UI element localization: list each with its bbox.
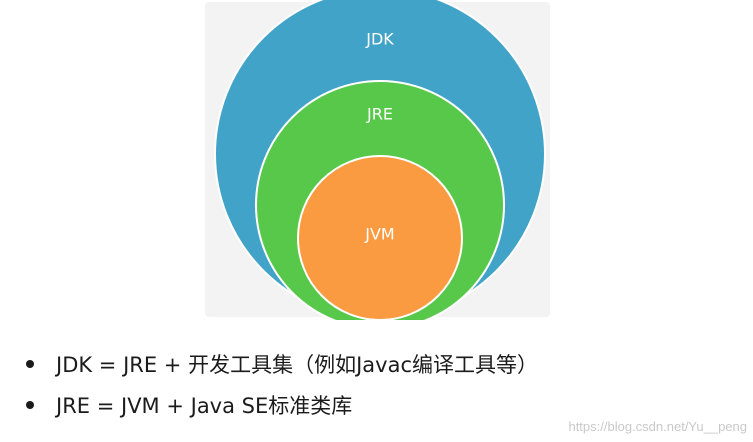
jvm-label: JVM (364, 225, 394, 244)
watermark: https://blog.csdn.net/Yu__peng (568, 419, 747, 434)
jdk-jre-jvm-diagram: JDK JRE JVM (214, 0, 546, 320)
bullet-item-jre: JRE = JVM + Java SE标准类库 (26, 389, 746, 421)
bullet-dot (26, 360, 34, 368)
bullet-list: JDK = JRE + 开发工具集（例如Javac编译工具等） JRE = JV… (26, 348, 746, 430)
bullet-dot (26, 401, 34, 409)
jvm-circle (297, 155, 463, 320)
jdk-label: JDK (365, 30, 394, 49)
bullet-text-jre: JRE = JVM + Java SE标准类库 (56, 394, 353, 418)
bullet-text-jdk: JDK = JRE + 开发工具集（例如Javac编译工具等） (56, 353, 538, 377)
bullet-item-jdk: JDK = JRE + 开发工具集（例如Javac编译工具等） (26, 348, 746, 380)
jre-label: JRE (366, 105, 393, 124)
